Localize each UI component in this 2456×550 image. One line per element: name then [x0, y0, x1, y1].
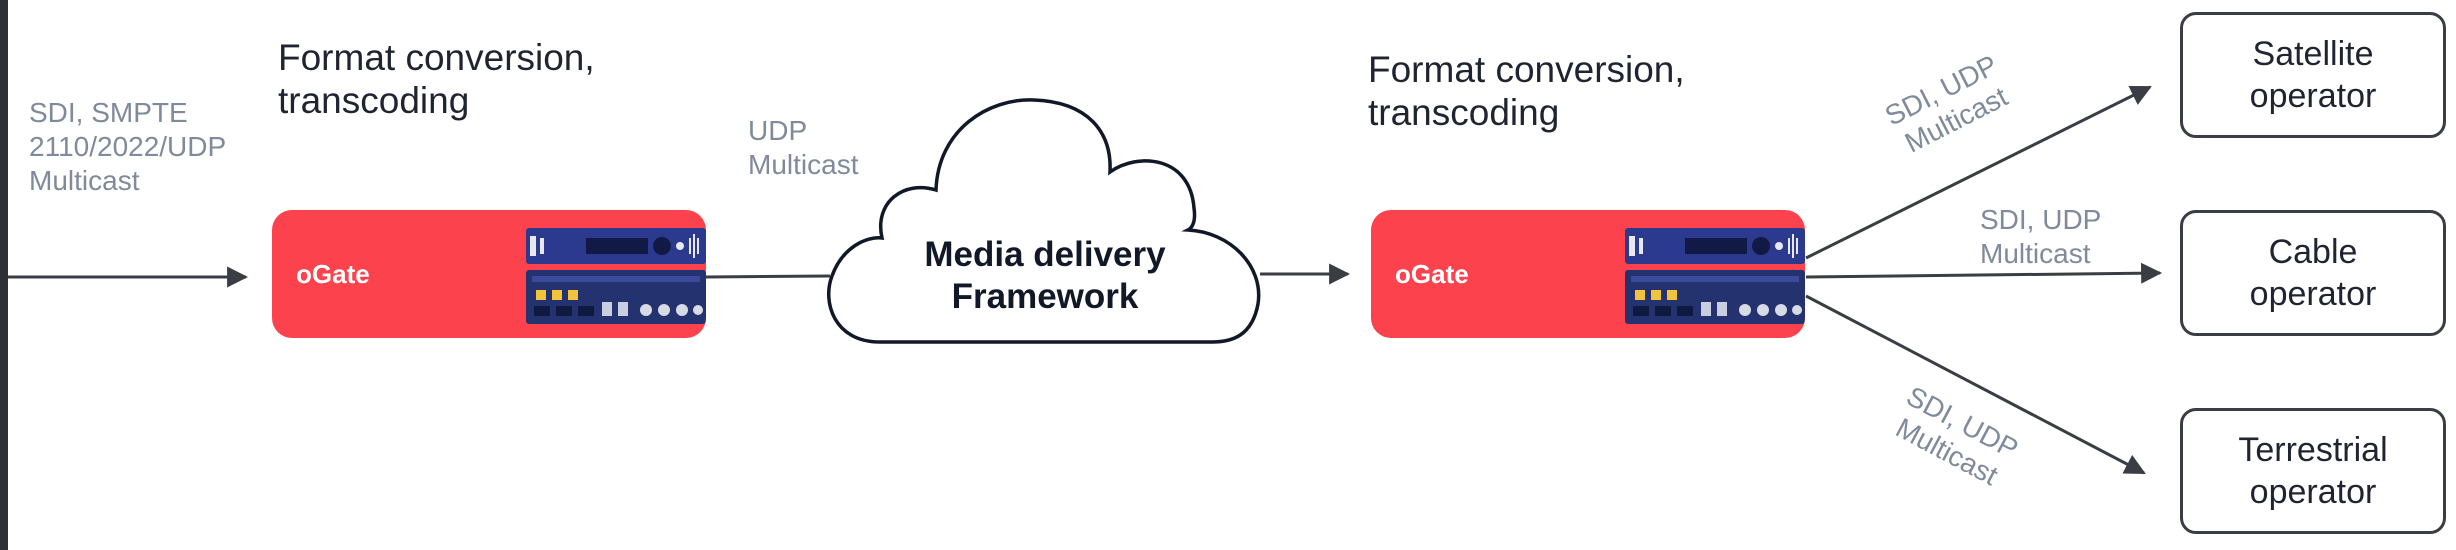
cable-arrow — [1805, 262, 2163, 284]
terrestrial-operator-line-1: Terrestrial — [2238, 431, 2388, 469]
ogate-label-1: oGate — [296, 259, 370, 289]
satellite-arrow — [1805, 85, 2152, 260]
input-protocol-line-1: SDI, SMPTE — [29, 97, 188, 128]
ogate-to-cloud-line — [705, 274, 831, 279]
input-protocol-line-2: 2110/2022/UDP — [29, 131, 227, 162]
caption-1-line-2: transcoding — [278, 80, 470, 121]
cable-operator-box: Cable operator — [2180, 210, 2446, 336]
satellite-operator-line-2: operator — [2249, 77, 2377, 115]
cable-operator-line-2: operator — [2249, 275, 2377, 313]
terrestrial-arrow — [1805, 294, 2146, 475]
caption-1-line-1: Format conversion, — [278, 37, 595, 78]
satellite-operator-line-1: Satellite — [2252, 35, 2374, 73]
caption-2-line-1: Format conversion, — [1368, 49, 1685, 90]
cable-protocol-line-1: SDI, UDP — [1980, 204, 2102, 235]
cloud-label: Media delivery Framework — [820, 234, 1270, 318]
cable-operator-line-1: Cable — [2268, 233, 2358, 271]
cable-protocol-label: SDI, UDP Multicast — [1980, 203, 2101, 271]
ogate-device-icon — [526, 228, 706, 324]
terrestrial-operator-line-2: operator — [2249, 473, 2377, 511]
cloud-label-line-2: Framework — [951, 277, 1139, 316]
ogate-box-1: oGate — [272, 210, 706, 338]
terrestrial-operator-box: Terrestrial operator — [2180, 408, 2446, 534]
format-conversion-caption-1: Format conversion, transcoding — [278, 36, 595, 122]
input-protocol-label: SDI, SMPTE 2110/2022/UDP Multicast — [29, 96, 226, 198]
media-delivery-cloud-icon — [827, 98, 1261, 344]
udp-line-1: UDP — [748, 115, 808, 146]
udp-line-2: Multicast — [748, 149, 859, 180]
cloud-label-line-1: Media delivery — [924, 235, 1166, 274]
left-edge-bar — [0, 0, 8, 550]
input-protocol-line-3: Multicast — [29, 165, 140, 196]
ogate-label-2: oGate — [1395, 259, 1469, 289]
ogate-box-2: oGate — [1371, 210, 1805, 338]
cable-protocol-line-2: Multicast — [1980, 238, 2091, 269]
caption-2-line-2: transcoding — [1368, 92, 1560, 133]
satellite-operator-box: Satellite operator — [2180, 12, 2446, 138]
ogate-device-icon — [1625, 228, 1805, 324]
format-conversion-caption-2: Format conversion, transcoding — [1368, 48, 1685, 134]
udp-multicast-label: UDP Multicast — [748, 114, 858, 182]
